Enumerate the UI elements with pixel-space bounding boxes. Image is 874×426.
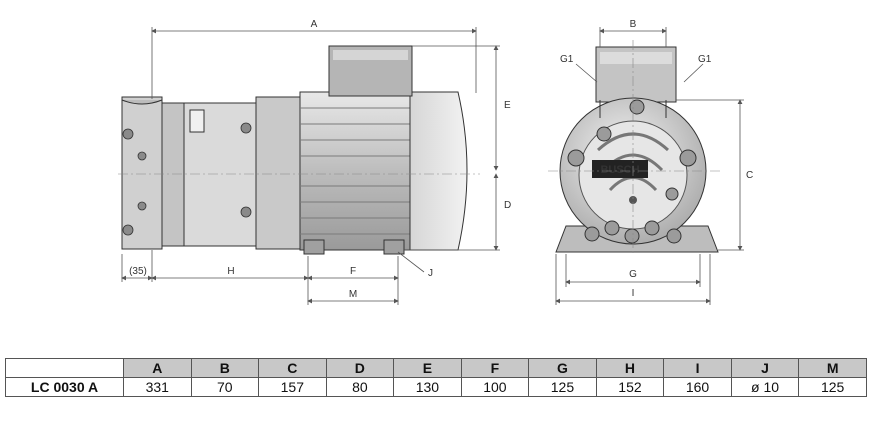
dim-label-g1-right: G1 [698,54,712,65]
dim-label-d: D [504,200,511,211]
side-dimensions: A E D (35) H F M J [121,19,511,305]
column-header-d: D [325,358,395,378]
table-cell: 331 [123,377,192,397]
brand-plate [592,160,648,178]
dim-label-m: M [349,289,357,300]
table-header-row: A B C D E F G H I J M [5,358,867,378]
column-header-a: A [123,358,192,378]
pump-end-cap [121,96,163,250]
table-cell: 152 [595,377,665,397]
column-header-j: J [730,358,800,378]
dim-label-e: E [504,100,511,111]
dim-label-b: B [630,19,637,30]
dim-label-offset: (35) [129,266,147,277]
dim-label-h: H [227,266,234,277]
table-cell: 160 [663,377,732,397]
table-cell: 125 [798,377,867,397]
column-header-m: M [798,358,867,378]
dim-label-j: J [428,268,433,279]
technical-drawing: A E D (35) H F M J BUSCH [118,19,753,305]
column-header-f: F [460,358,530,378]
table-cell: 130 [393,377,462,397]
fan-cover [409,91,468,251]
column-header-g: G [528,358,597,378]
model-name: LC 0030 A [5,377,124,397]
dimension-table: A B C D E F G H I J M LC 0030 A 331 70 1… [5,358,867,397]
table-cell: ø 10 [730,377,800,397]
table-corner [5,358,124,378]
column-header-h: H [595,358,665,378]
dim-label-i: I [632,288,635,299]
table-cell: 125 [528,377,597,397]
dim-label-f: F [350,266,356,277]
table-cell: 100 [460,377,530,397]
dim-label-a: A [311,19,318,30]
dim-label-g: G [629,269,637,280]
dim-label-c: C [746,170,753,181]
column-header-e: E [393,358,462,378]
column-header-i: I [663,358,732,378]
motor-foot-right [383,239,405,255]
front-view: BUSCH [548,40,722,255]
motor-foot-left [303,239,325,255]
motor-adapter [255,96,301,250]
column-header-c: C [258,358,327,378]
table-cell: 157 [258,377,327,397]
pump-housing [161,102,185,247]
table-cell: 80 [325,377,395,397]
motor-body [299,91,411,251]
column-header-b: B [190,358,260,378]
brand-label: BUSCH [600,164,639,176]
table-row: LC 0030 A 331 70 157 80 130 100 125 152 … [5,377,867,397]
side-view [118,45,480,255]
dim-label-g1-left: G1 [560,54,574,65]
front-dimensions: B G1 G1 C G I [555,19,753,305]
table-cell: 70 [190,377,260,397]
